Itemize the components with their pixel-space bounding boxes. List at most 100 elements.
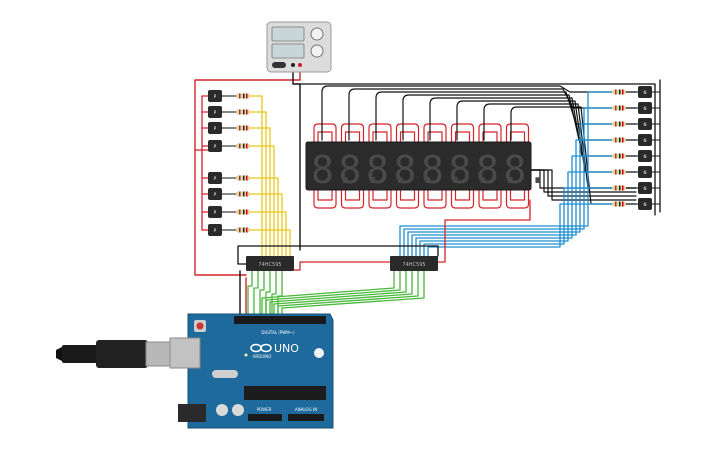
resistor-icon <box>236 109 250 115</box>
wire <box>340 189 365 209</box>
pushbutton-icon[interactable]: P <box>208 224 222 236</box>
resistor-band <box>622 105 624 111</box>
wire <box>423 123 447 143</box>
resistor-band <box>615 153 617 159</box>
wire <box>423 187 613 257</box>
pushbutton-body <box>208 188 222 200</box>
power-label: POWER <box>257 407 272 412</box>
arduino-board[interactable]: DIGITAL (PWM~) ARDUINO UNO POWER ANALOG … <box>169 313 334 429</box>
resistor-band <box>622 121 624 127</box>
wire <box>292 65 301 251</box>
pushbutton-body <box>638 182 652 194</box>
pushbutton-icon[interactable]: P <box>208 90 222 102</box>
wire <box>483 103 637 189</box>
wire <box>403 107 613 257</box>
wire <box>249 127 271 257</box>
wire <box>456 100 637 173</box>
resistor-band <box>622 185 624 191</box>
wire <box>265 270 401 317</box>
pushbutton-label: N <box>644 106 647 111</box>
shift-register-right[interactable]: 74HC595 <box>390 256 438 271</box>
resistor-band <box>246 209 248 215</box>
pushbutton-label: N <box>644 170 647 175</box>
resistor-icon <box>612 185 626 191</box>
pushbutton-icon[interactable]: N <box>638 166 652 178</box>
wire <box>293 261 391 271</box>
pushbutton-body <box>638 134 652 146</box>
wire <box>368 189 392 209</box>
wire <box>344 131 361 143</box>
pushbutton-label: N <box>644 90 647 95</box>
wire <box>478 123 502 143</box>
wire <box>249 111 267 257</box>
wire <box>317 189 333 201</box>
pushbutton-body <box>638 198 652 210</box>
pushbutton-icon[interactable]: P <box>208 206 222 218</box>
resistor-icon <box>236 143 250 149</box>
resistor-icon <box>236 175 250 181</box>
pushbutton-icon[interactable]: N <box>638 150 652 162</box>
pushbutton-icon[interactable]: N <box>638 86 652 98</box>
resistor-band <box>619 105 621 111</box>
wire <box>505 123 530 143</box>
pushbutton-body <box>208 90 222 102</box>
pushbutton-label: P <box>214 176 217 181</box>
wire <box>450 189 475 209</box>
display-digit: 8. <box>394 148 440 192</box>
wire <box>340 123 365 143</box>
resistor-band <box>622 201 624 207</box>
pushbutton-icon[interactable]: P <box>208 122 222 134</box>
pushbutton-label: P <box>214 110 217 115</box>
wire <box>399 189 416 201</box>
power-supply-icon[interactable] <box>266 21 332 73</box>
wire <box>399 131 416 143</box>
resistor-band <box>239 93 241 99</box>
pushbutton-icon[interactable]: P <box>208 188 222 200</box>
resistor-band <box>246 109 248 115</box>
pushbutton-icon[interactable]: N <box>638 134 652 146</box>
resistor-band <box>619 121 621 127</box>
display-digit: 8. <box>449 148 495 192</box>
shift-register-left-label: 74HC595 <box>258 262 281 268</box>
pushbutton-label: N <box>644 186 647 191</box>
wire <box>277 270 419 317</box>
wire <box>344 189 361 201</box>
resistor-icon <box>612 137 626 143</box>
wire <box>313 189 337 209</box>
pushbutton-icon[interactable]: N <box>638 118 652 130</box>
resistor-band <box>622 153 624 159</box>
resistor-icon <box>236 93 250 99</box>
pushbutton-icon[interactable]: P <box>208 106 222 118</box>
resistor-band <box>243 125 245 131</box>
resistor-band <box>243 209 245 215</box>
wire <box>450 123 475 143</box>
pushbutton-icon[interactable]: P <box>208 172 222 184</box>
resistor-band <box>619 137 621 143</box>
wire <box>271 270 277 317</box>
power-header[interactable] <box>248 414 282 421</box>
pushbutton-icon[interactable]: P <box>208 140 222 152</box>
pushbutton-body <box>638 150 652 162</box>
analog-header[interactable] <box>288 414 324 421</box>
resistor-band <box>615 137 617 143</box>
pushbutton-icon[interactable]: N <box>638 198 652 210</box>
resistor-band <box>246 227 248 233</box>
wire <box>247 270 253 317</box>
wire <box>375 91 637 141</box>
resistor-icon <box>612 169 626 175</box>
shift-register-left[interactable]: 74HC595 <box>246 256 294 271</box>
wire <box>482 131 498 143</box>
digital-header[interactable] <box>234 316 326 324</box>
wire <box>249 145 275 257</box>
wire <box>249 193 283 257</box>
wire <box>194 65 301 276</box>
resistor-icon <box>236 227 250 233</box>
pushbutton-icon[interactable]: N <box>638 102 652 114</box>
wire <box>427 203 613 257</box>
resistor-band <box>622 137 624 143</box>
wire <box>395 123 420 143</box>
wire <box>261 270 395 317</box>
wire <box>509 131 526 143</box>
pushbutton-icon[interactable]: N <box>638 182 652 194</box>
pushbutton-label: N <box>644 122 647 127</box>
